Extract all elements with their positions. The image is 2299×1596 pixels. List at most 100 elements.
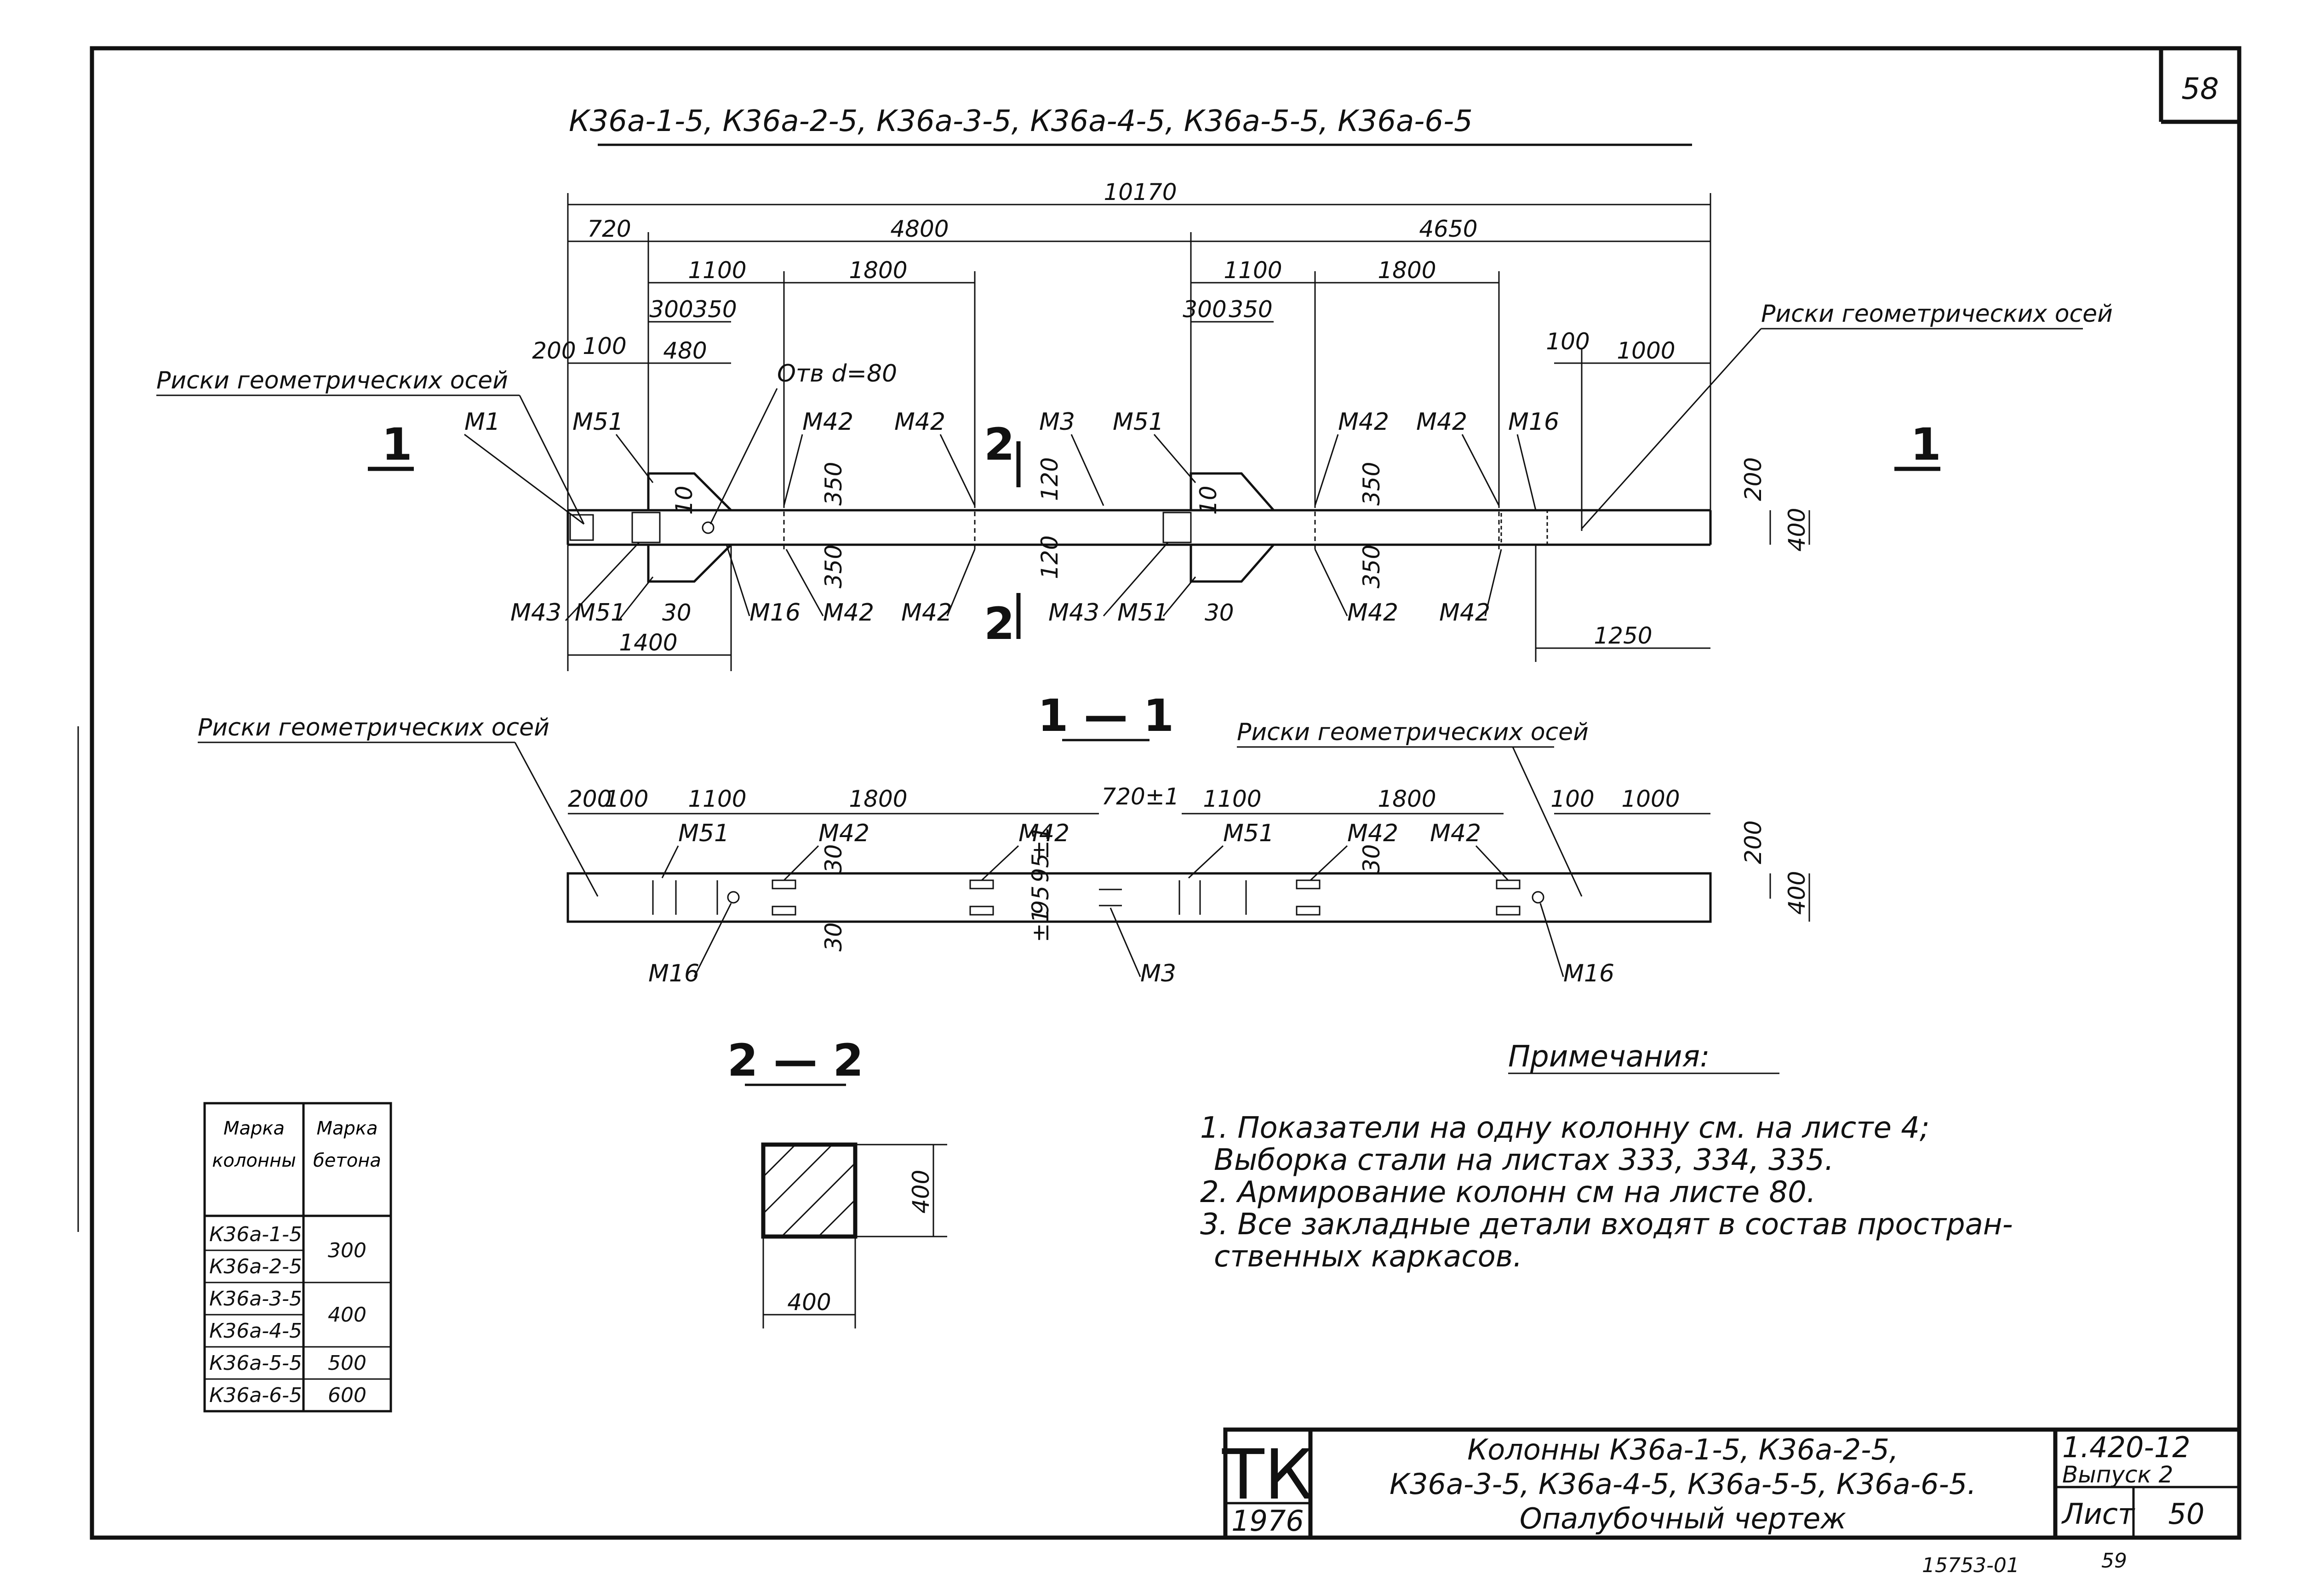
note-line: ственных каркасов. bbox=[1214, 1240, 1522, 1274]
height-400: 400 bbox=[1784, 508, 1810, 552]
title-line2: К36а-3-5, К36а-4-5, К36а-5-5, К36а-6-5. bbox=[1390, 1467, 1976, 1501]
s11-side-95: 95 bbox=[1027, 885, 1054, 915]
s22-width: 400 bbox=[787, 1289, 831, 1316]
embed-m1 bbox=[569, 514, 594, 541]
table-row-mark: К36а-5-5 bbox=[209, 1351, 302, 1375]
s11-part-m42-c: М42 bbox=[1347, 820, 1398, 847]
s11-side-30: 30 bbox=[820, 844, 847, 873]
s11-dim-1100: 1100 bbox=[688, 786, 746, 812]
mark-10: 10 bbox=[671, 485, 698, 515]
leader-part bbox=[1516, 434, 1537, 511]
mark-10-2: 10 bbox=[1195, 485, 1222, 515]
dim-720: 720 bbox=[587, 216, 631, 242]
footer-page: 59 bbox=[2101, 1549, 2127, 1573]
s11-dim-1100-2: 1100 bbox=[1203, 786, 1261, 812]
dim-total: 10170 bbox=[1104, 179, 1177, 205]
s11-side-30-b: 30 bbox=[820, 922, 847, 952]
leader-part bbox=[661, 845, 679, 878]
leader-part bbox=[1314, 434, 1339, 506]
s11-dim-1000: 1000 bbox=[1621, 786, 1680, 812]
hatch bbox=[781, 1162, 856, 1237]
note-line: 3. Все закладные детали входят в состав … bbox=[1200, 1208, 2013, 1242]
leader-part bbox=[618, 576, 654, 621]
s11-side-pm1-b: ±1 bbox=[1027, 826, 1054, 860]
leader-part bbox=[939, 434, 976, 506]
leader-part bbox=[1539, 903, 1564, 977]
concrete-table: Марка колонны Марка бетона К36а-1-5 К36а… bbox=[203, 1102, 392, 1413]
s11-part-m51-b: М51 bbox=[1223, 820, 1274, 847]
height-200: 200 bbox=[1740, 457, 1767, 501]
part-m43: М43 bbox=[510, 599, 561, 627]
table-header-col2: Марка бетона bbox=[313, 1118, 381, 1171]
s11-dim-720: 720±1 bbox=[1101, 783, 1179, 810]
s11-side-30-c: 30 bbox=[1358, 844, 1385, 873]
mark-350-3: 350 bbox=[1358, 462, 1385, 506]
m42-plate bbox=[772, 879, 796, 889]
table-row-grade: 300 bbox=[328, 1239, 366, 1262]
table-header-col1-wrap: Марка колонны bbox=[212, 1118, 296, 1171]
embed-m43 bbox=[631, 512, 661, 543]
part-m51-c: М51 bbox=[575, 599, 626, 627]
m42-plate bbox=[772, 906, 796, 916]
title-year: 1976 bbox=[1231, 1504, 1304, 1538]
leader-part bbox=[981, 845, 1019, 881]
m16-hole bbox=[1532, 891, 1544, 904]
m42-plate bbox=[1496, 879, 1521, 889]
dim-480: 480 bbox=[663, 337, 707, 364]
part-m42-f: М42 bbox=[901, 599, 952, 627]
dim-4800: 4800 bbox=[890, 216, 949, 242]
leader-part bbox=[1310, 845, 1348, 881]
leader-axis bbox=[514, 742, 599, 897]
notes: Примечания: 1. Показатели на одну колонн… bbox=[1200, 1040, 2013, 1274]
s11-dim-100: 100 bbox=[605, 786, 648, 812]
s11-part-m42-b: М42 bbox=[1018, 820, 1069, 847]
leader-axis-right bbox=[1581, 328, 1762, 530]
title-issue: Выпуск 2 bbox=[2062, 1461, 2173, 1488]
notes-title: Примечания: bbox=[1508, 1040, 1710, 1074]
part-m43-b: М43 bbox=[1048, 599, 1099, 627]
part-m51-d: М51 bbox=[1117, 599, 1168, 627]
leader-part bbox=[1153, 434, 1196, 483]
title-sheet-number: 50 bbox=[2168, 1497, 2205, 1531]
embed-m43-2 bbox=[1162, 512, 1192, 543]
s22-height: 400 bbox=[908, 1170, 934, 1214]
hatch bbox=[762, 1144, 796, 1178]
title-block: ТК 1976 Колонны К36а-1-5, К36а-2-5, К36а… bbox=[1222, 1427, 2242, 1540]
note-line: 1. Показатели на одну колонну см. на лис… bbox=[1200, 1111, 1930, 1145]
m42-plate bbox=[1496, 906, 1521, 916]
hatch bbox=[818, 1199, 856, 1237]
s11-part-m3: М3 bbox=[1140, 960, 1176, 987]
section-mark-2-bottom: 2 bbox=[984, 598, 1015, 650]
dim-300: 300 bbox=[649, 296, 693, 323]
mark-120: 120 bbox=[1036, 457, 1063, 501]
dim-1100: 1100 bbox=[688, 257, 746, 284]
table-row-grade: 400 bbox=[328, 1303, 366, 1327]
part-m42-c: М42 bbox=[1338, 408, 1389, 436]
table-header-col1: Марка колонны bbox=[212, 1118, 296, 1171]
title-block-frame bbox=[1223, 1427, 2242, 1540]
part-m1: М1 bbox=[464, 408, 500, 436]
leader-part bbox=[1314, 549, 1348, 616]
leader-part bbox=[1461, 434, 1500, 506]
part-m42-d: М42 bbox=[1416, 408, 1467, 436]
part-m51-b: М51 bbox=[1113, 408, 1164, 436]
note-line: 2. Армирование колонн см на листе 80. bbox=[1200, 1175, 1816, 1209]
dim-1800-2: 1800 bbox=[1378, 257, 1436, 284]
part-m3: М3 bbox=[1039, 408, 1075, 436]
s11-part-m16: М16 bbox=[648, 960, 699, 987]
leader-part bbox=[464, 433, 584, 525]
table-row-mark: К36а-4-5 bbox=[209, 1319, 302, 1343]
table-header-col2-wrap: Марка бетона bbox=[313, 1118, 381, 1171]
corbel-1-bottom bbox=[647, 544, 732, 583]
org-mark: ТК bbox=[1222, 1435, 1313, 1515]
s11-part-m16-b: М16 bbox=[1563, 960, 1614, 987]
s11-axis-label-right: Риски геометрических осей bbox=[1237, 718, 1589, 746]
dim-300-2: 300 bbox=[1183, 296, 1226, 323]
m42-plate bbox=[969, 879, 994, 889]
leader-part bbox=[693, 903, 732, 977]
table-row-grade: 600 bbox=[328, 1384, 366, 1407]
s11-side-pm1: ±1 bbox=[1027, 908, 1054, 942]
corbel-2-bottom bbox=[1190, 544, 1275, 583]
m42-plate bbox=[1296, 906, 1321, 916]
s11-part-m42: М42 bbox=[818, 820, 869, 847]
